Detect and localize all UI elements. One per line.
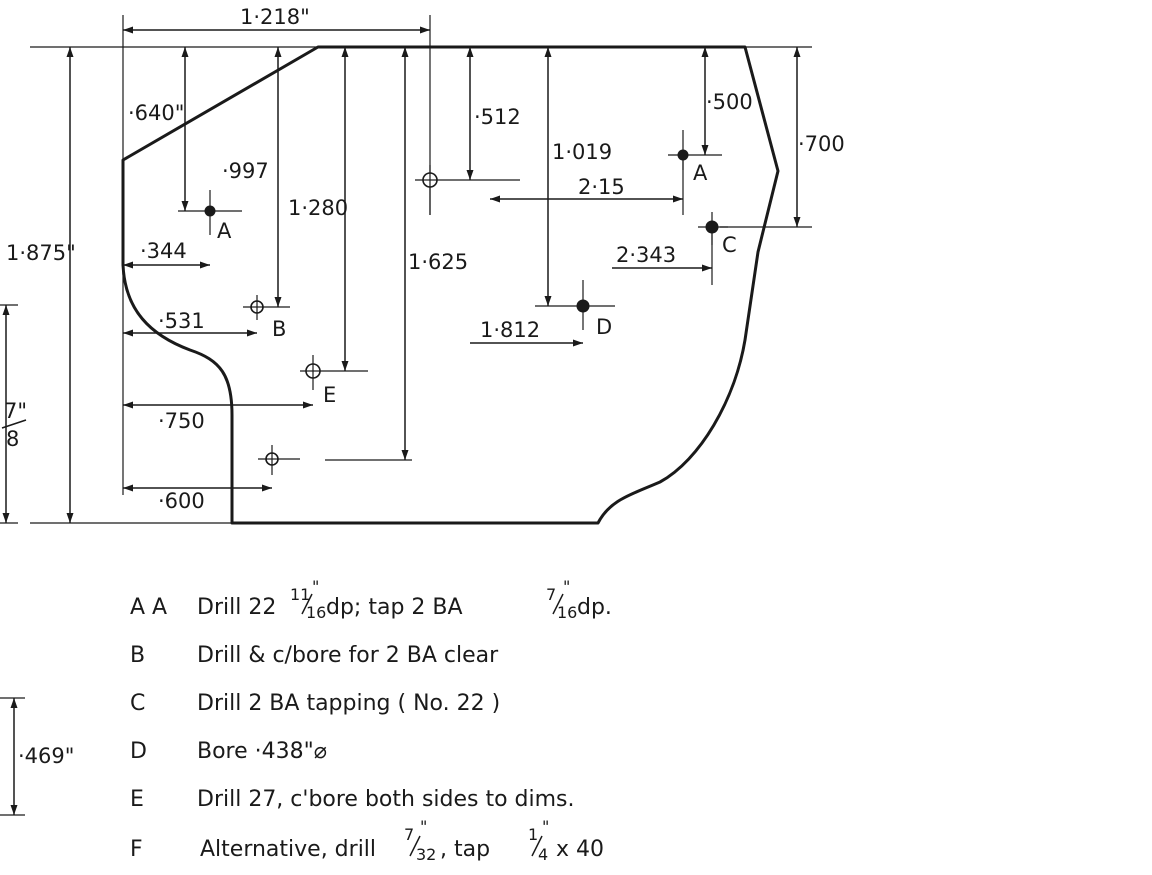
part-outline <box>121 45 780 525</box>
hole-f <box>265 452 279 466</box>
hole-a-right <box>677 149 689 161</box>
note-text-e: Drill 27, c'bore both sides to dims. <box>197 787 575 812</box>
hole-a-left <box>204 205 216 217</box>
note-text-aa: Drill 22 <box>197 595 276 620</box>
note-aa-frac2-mark: " <box>563 577 570 596</box>
dim-side-469: ·469" <box>18 744 74 768</box>
note-text-c: Drill 2 BA tapping ( No. 22 ) <box>197 691 500 716</box>
dim-a-left-depth: ·997 <box>222 159 269 183</box>
note-aa-frac1-mark: " <box>312 577 319 596</box>
fraction-bar-seven-eighths <box>1 419 27 429</box>
label-a-right: A <box>693 161 708 185</box>
dimension-texts: 1·218" ·640" ·997 ·344 1·280 ·531 ·750 ·… <box>1 5 845 768</box>
notes-list: A A Drill 22 11 " 16 dp; tap 2 BA 7 " 16… <box>130 577 612 864</box>
label-a-left: A <box>217 219 232 243</box>
note-f-frac1-den: 32 <box>416 845 436 864</box>
dim-seven-eighths-den: 8 <box>6 427 19 451</box>
dim-overall-height: 1·875" <box>6 241 76 265</box>
dim-d-depth: 1·019 <box>552 140 612 164</box>
dim-a-right-offset: 2·15 <box>578 175 625 199</box>
holes <box>204 149 719 466</box>
note-f-frac2-den: 4 <box>538 845 548 864</box>
note-f-frac1-mark: " <box>420 817 427 836</box>
note-aa-frac2-bar <box>552 593 564 615</box>
dim-b-depth: 1·280 <box>288 196 348 220</box>
hole-letters: A B E D A C <box>217 161 737 407</box>
note-text-d: Bore ·438"⌀ <box>197 739 327 764</box>
note-f-frac1-num: 7 <box>404 825 414 844</box>
dim-a-left-offset: ·344 <box>140 239 187 263</box>
note-key-aa: A A <box>130 595 167 620</box>
note-key-c: C <box>130 691 145 716</box>
dim-b-offset: ·531 <box>158 309 205 333</box>
note-aa-frac2-num: 7 <box>546 585 556 604</box>
note-key-b: B <box>130 643 145 668</box>
note-f-mid: , tap <box>440 837 490 862</box>
dim-d-offset: 1·812 <box>480 318 540 342</box>
hole-e <box>305 363 321 379</box>
note-text-b: Drill & c/bore for 2 BA clear <box>197 643 499 668</box>
note-aa-frac1-bar <box>301 593 313 615</box>
dim-top-width: 1·218" <box>240 5 310 29</box>
note-f-frac2-bar <box>531 835 543 857</box>
note-f-frac1-bar <box>409 835 421 857</box>
dimension-lines <box>2 26 801 815</box>
note-f-frac2-mark: " <box>542 817 549 836</box>
label-b: B <box>272 317 286 341</box>
note-text-f: Alternative, drill <box>200 837 376 862</box>
hole-c <box>705 220 719 234</box>
dim-chamfer: ·640" <box>128 101 184 125</box>
note-f-tail: x 40 <box>556 837 604 862</box>
dim-seven-eighths-num: 7" <box>4 399 27 423</box>
note-aa-tail: dp. <box>577 595 612 620</box>
note-key-f: F <box>130 837 143 862</box>
note-aa-frac2-den: 16 <box>557 603 577 622</box>
note-key-e: E <box>130 787 144 812</box>
label-e: E <box>323 383 336 407</box>
note-f-frac2-num: 1 <box>528 825 538 844</box>
note-key-d: D <box>130 739 147 764</box>
dim-c-offset: 2·343 <box>616 243 676 267</box>
hole-d <box>576 299 590 313</box>
hole-mid <box>422 172 438 188</box>
hole-b <box>250 300 264 314</box>
note-aa-frac1-den: 16 <box>306 603 326 622</box>
note-aa-mid: dp; tap 2 BA <box>326 595 463 620</box>
note-aa-frac1-num: 11 <box>290 585 310 604</box>
dim-a-right-depth: ·500 <box>706 90 753 114</box>
dim-mid-depth: ·512 <box>474 105 521 129</box>
dim-e-depth: 1·625 <box>408 250 468 274</box>
label-c: C <box>722 233 737 257</box>
dim-f-offset: ·600 <box>158 489 205 513</box>
dim-e-offset: ·750 <box>158 409 205 433</box>
label-d: D <box>596 315 612 339</box>
dim-c-depth: ·700 <box>798 132 845 156</box>
